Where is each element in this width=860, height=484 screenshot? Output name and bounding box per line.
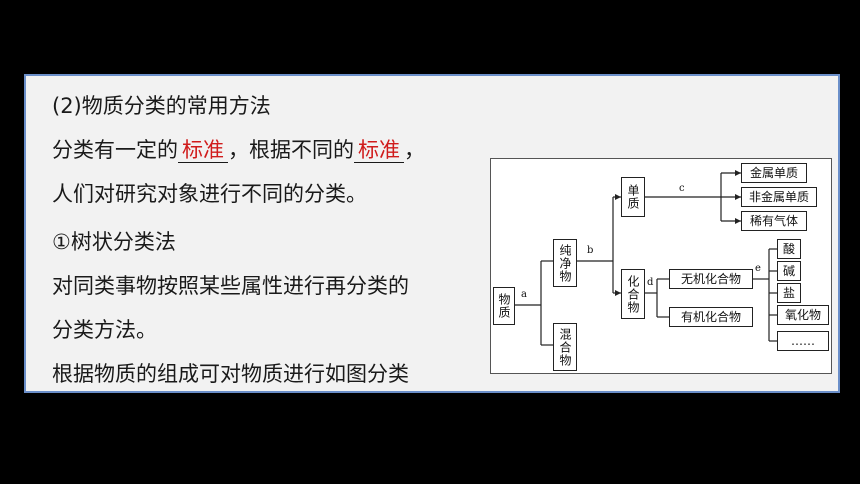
- branch-label-b: b: [587, 245, 594, 256]
- node-pure-substance: 纯净物: [553, 239, 577, 287]
- branch-label-e: e: [755, 263, 761, 274]
- node-nonmetal-element: 非金属单质: [741, 187, 817, 207]
- node-organic-compound: 有机化合物: [669, 307, 753, 327]
- node-oxide: 氧化物: [777, 305, 829, 325]
- branch-label-d: d: [647, 277, 654, 288]
- text-segment: 分类有一定的: [52, 138, 178, 162]
- tree-connectors: [513, 170, 777, 346]
- fill-blank-answer-1: 标准: [178, 138, 228, 163]
- fill-blank-answer-2: 标准: [354, 138, 404, 163]
- definition-line: 分类有一定的标准，根据不同的标准，: [52, 136, 425, 164]
- node-metal-element: 金属单质: [741, 163, 807, 183]
- node-noble-gas: 稀有气体: [741, 211, 807, 231]
- branch-label-c: c: [679, 183, 685, 194]
- body-line: 对同类事物按照某些属性进行再分类的: [52, 274, 409, 298]
- node-element: 单质: [621, 177, 645, 217]
- node-mixture: 混合物: [553, 323, 577, 371]
- node-acid: 酸: [777, 239, 801, 259]
- body-line: 分类方法。: [52, 318, 157, 342]
- node-compound: 化合物: [621, 269, 645, 319]
- classification-tree-diagram: 物质 纯净物 混合物 单质 化合物 金属单质 非金属单质 稀有气体 无机化合物 …: [490, 158, 832, 374]
- text-segment: ，: [404, 138, 425, 162]
- section-heading: (2)物质分类的常用方法: [52, 94, 271, 118]
- branch-label-a: a: [521, 289, 527, 300]
- node-salt: 盐: [777, 283, 801, 303]
- text-segment: ，根据不同的: [228, 138, 354, 162]
- node-base: 碱: [777, 261, 801, 281]
- definition-line-2: 人们对研究对象进行不同的分类。: [52, 182, 367, 206]
- node-inorganic-compound: 无机化合物: [669, 269, 753, 289]
- node-more: ……: [777, 331, 829, 351]
- slide-panel: (2)物质分类的常用方法 分类有一定的标准，根据不同的标准， 人们对研究对象进行…: [24, 74, 840, 393]
- subheading-tree-method: ①树状分类法: [52, 230, 176, 254]
- node-substance: 物质: [493, 287, 515, 325]
- body-line: 根据物质的组成可对物质进行如图分类: [52, 362, 409, 386]
